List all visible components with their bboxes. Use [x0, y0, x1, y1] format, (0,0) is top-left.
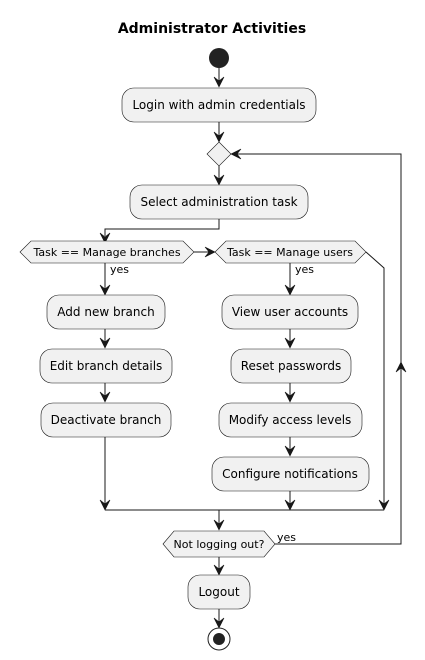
activity-modify-access-levels-label: Modify access levels [229, 413, 352, 427]
activity-logout-label: Logout [198, 585, 239, 599]
decision-manage-branches-label: Task == Manage branches [32, 246, 180, 259]
diagram-title: Administrator Activities [118, 21, 306, 37]
activity-select-task-label: Select administration task [140, 195, 297, 209]
edge-label-loop-yes: yes [277, 531, 296, 544]
activity-deactivate-branch: Deactivate branch [40, 402, 172, 438]
activity-reset-passwords-label: Reset passwords [241, 359, 342, 373]
start-node [209, 48, 229, 68]
activity-login-label: Login with admin credentials [132, 98, 305, 112]
decision-not-logging-out: Not logging out? [162, 530, 276, 558]
activity-edit-branch: Edit branch details [39, 348, 173, 384]
activity-modify-access-levels: Modify access levels [218, 402, 363, 438]
activity-login: Login with admin credentials [121, 87, 317, 123]
activity-configure-notifications-label: Configure notifications [222, 467, 358, 481]
end-node [207, 627, 231, 651]
activity-view-user-accounts: View user accounts [221, 294, 359, 330]
activity-configure-notifications: Configure notifications [211, 456, 370, 492]
activity-add-branch-label: Add new branch [57, 305, 154, 319]
edge-label-users-yes: yes [295, 263, 314, 276]
activity-logout: Logout [187, 574, 251, 610]
activity-reset-passwords: Reset passwords [230, 348, 352, 384]
edge-label-branches-yes: yes [110, 263, 129, 276]
activity-deactivate-branch-label: Deactivate branch [51, 413, 162, 427]
activity-select-task: Select administration task [129, 184, 309, 220]
decision-manage-users: Task == Manage users [214, 240, 367, 264]
loop-merge-diamond [206, 141, 232, 167]
decision-manage-users-label: Task == Manage users [226, 246, 353, 259]
decision-manage-branches: Task == Manage branches [19, 240, 195, 264]
activity-view-user-accounts-label: View user accounts [232, 305, 348, 319]
activity-add-branch: Add new branch [46, 294, 166, 330]
decision-not-logging-out-label: Not logging out? [174, 538, 265, 551]
activity-edit-branch-label: Edit branch details [50, 359, 163, 373]
